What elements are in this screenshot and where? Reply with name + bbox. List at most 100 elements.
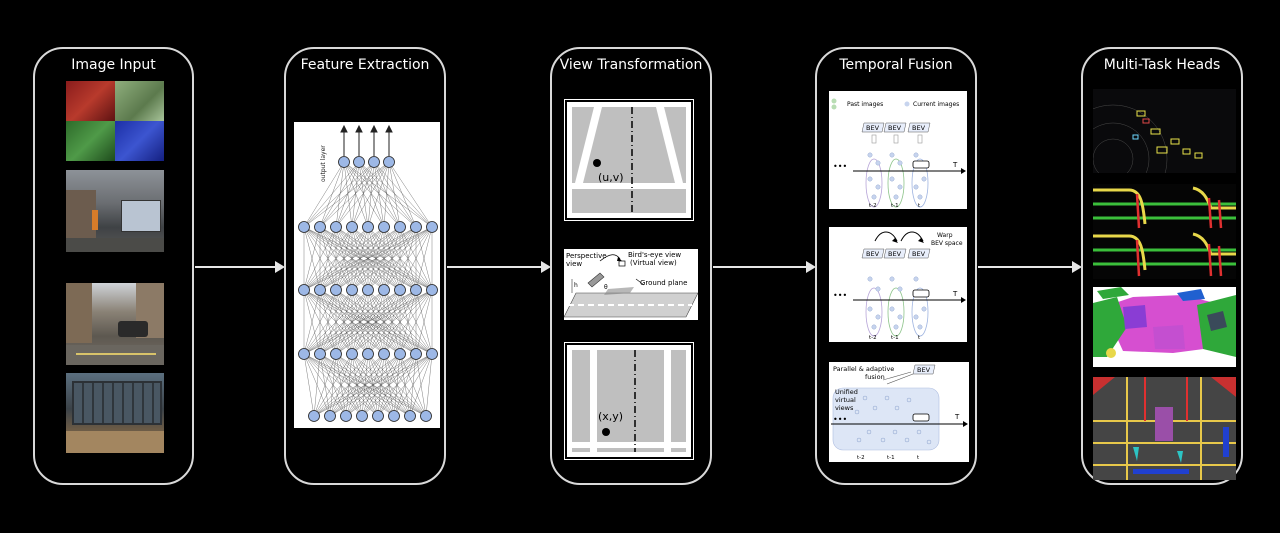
views-label: views bbox=[835, 404, 854, 412]
network-node bbox=[308, 410, 320, 422]
virtual-label: virtual bbox=[835, 396, 856, 404]
warp-axis-label: T bbox=[952, 290, 958, 298]
network-node bbox=[394, 348, 406, 360]
parallel-time-t2: t-2 bbox=[857, 455, 865, 461]
warp-bev-label-3: BEV bbox=[912, 250, 926, 258]
multi-task-heads-title: Multi-Task Heads bbox=[1103, 57, 1221, 73]
past-images-label: Past images bbox=[847, 101, 883, 108]
height-label: h bbox=[574, 282, 578, 289]
ipm-geometry-image: h θ Perspective view Bird's-eye view (Vi… bbox=[564, 249, 698, 320]
network-node bbox=[426, 284, 438, 296]
network-node bbox=[410, 284, 422, 296]
network-node bbox=[410, 348, 422, 360]
parallel-bev-label: BEV bbox=[917, 366, 931, 374]
bev-view-image: (x,y) bbox=[564, 342, 694, 460]
theta-label: θ bbox=[604, 284, 608, 291]
lane-detection-svg bbox=[1093, 186, 1236, 277]
temporal-fusion-title: Temporal Fusion bbox=[839, 57, 953, 73]
temporal-parallel-svg: Parallel & adaptive fusion BEV Unified v… bbox=[831, 364, 968, 461]
warp-ellipsis: ••• bbox=[833, 291, 847, 300]
perspective-view-image: (u,v) bbox=[564, 99, 694, 221]
network-node bbox=[346, 221, 358, 233]
network-node bbox=[356, 410, 368, 422]
image-input-panel: Image Input bbox=[33, 47, 194, 485]
network-node bbox=[426, 348, 438, 360]
temporal-warp-diagram: Warp BEV space BEV BEV BEV T ••• bbox=[829, 227, 967, 342]
time-t1: t-1 bbox=[891, 203, 899, 209]
network-node bbox=[388, 410, 400, 422]
multi-task-heads-panel: Multi-Task Heads bbox=[1081, 47, 1243, 485]
time-t: t bbox=[918, 203, 921, 209]
rgb-channel-images bbox=[66, 81, 164, 161]
ground-plane-label: Ground plane bbox=[640, 279, 687, 287]
feature-extraction-panel: Feature Extraction output layer bbox=[284, 47, 446, 485]
parallel-ellipsis: ••• bbox=[833, 415, 847, 424]
network-node bbox=[330, 348, 342, 360]
perspective-label: Perspective bbox=[566, 252, 607, 260]
street-photo-3 bbox=[66, 373, 164, 453]
network-node bbox=[368, 156, 380, 168]
bev-space-label: BEV space bbox=[931, 240, 963, 247]
network-node bbox=[410, 221, 422, 233]
network-node bbox=[426, 221, 438, 233]
parallel-label: Parallel & adaptive bbox=[833, 365, 894, 373]
birds-eye-label: Bird's-eye view bbox=[628, 251, 681, 259]
network-node bbox=[346, 284, 358, 296]
arrow-temporal-to-heads bbox=[978, 261, 1082, 273]
network-node bbox=[378, 284, 390, 296]
semantic-segmentation-svg bbox=[1093, 287, 1236, 358]
bev-label-3: BEV bbox=[912, 124, 926, 132]
network-node bbox=[346, 348, 358, 360]
fusion-label: fusion bbox=[865, 373, 885, 381]
network-node bbox=[362, 284, 374, 296]
temporal-axis-label: T bbox=[952, 161, 958, 169]
temporal-sequential-svg: Past images Current images BEV BEV BEV T bbox=[831, 98, 966, 209]
arrow-feature-to-view bbox=[447, 261, 551, 273]
arrow-view-to-temporal bbox=[713, 261, 816, 273]
temporal-sequential-diagram: Past images Current images BEV BEV BEV T bbox=[829, 91, 967, 209]
time-t2: t-2 bbox=[869, 203, 877, 209]
parallel-time-t: t bbox=[917, 455, 920, 461]
network-node bbox=[383, 156, 395, 168]
bev-view-svg: (x,y) bbox=[565, 343, 693, 459]
parallel-time-t1: t-1 bbox=[887, 455, 895, 461]
neural-network-svg: output layer bbox=[298, 124, 438, 422]
network-node bbox=[378, 348, 390, 360]
temporal-fusion-panel: Temporal Fusion Past images Current imag… bbox=[815, 47, 977, 485]
network-node bbox=[314, 348, 326, 360]
lane-detection-output bbox=[1093, 184, 1236, 279]
network-node bbox=[340, 410, 352, 422]
network-node bbox=[394, 221, 406, 233]
semantic-segmentation-output bbox=[1093, 287, 1236, 367]
3d-detection-output bbox=[1093, 89, 1236, 173]
bev-map-svg bbox=[1093, 377, 1236, 480]
network-node bbox=[298, 221, 310, 233]
uv-label: (u,v) bbox=[598, 171, 624, 184]
network-node bbox=[298, 348, 310, 360]
ellipsis-dots: ••• bbox=[833, 162, 847, 171]
virtual-view-label: (Virtual view) bbox=[630, 259, 677, 267]
bev-label-2: BEV bbox=[888, 124, 902, 132]
feature-extraction-title: Feature Extraction bbox=[300, 57, 430, 73]
network-node bbox=[404, 410, 416, 422]
unified-label: Unified bbox=[835, 388, 858, 396]
warp-bev-label-1: BEV bbox=[866, 250, 880, 258]
warp-label: Warp bbox=[937, 232, 953, 239]
network-node bbox=[378, 221, 390, 233]
warp-time-t1: t-1 bbox=[891, 335, 899, 341]
output-layer-label: output layer bbox=[320, 145, 327, 182]
warp-time-t2: t-2 bbox=[869, 335, 877, 341]
network-node bbox=[353, 156, 365, 168]
network-node bbox=[338, 156, 350, 168]
temporal-warp-svg: Warp BEV space BEV BEV BEV T ••• bbox=[833, 231, 966, 341]
street-photo-1 bbox=[66, 170, 164, 252]
view-transformation-panel: View Transformation (u,v) h θ Perspectiv… bbox=[550, 47, 712, 485]
neural-network-diagram: output layer bbox=[294, 122, 440, 428]
bev-label-1: BEV bbox=[866, 124, 880, 132]
3d-detection-svg bbox=[1093, 104, 1203, 173]
xy-label: (x,y) bbox=[598, 410, 623, 423]
perspective-view-word: view bbox=[566, 260, 582, 268]
network-node bbox=[372, 410, 384, 422]
view-transformation-title: View Transformation bbox=[559, 57, 703, 73]
perspective-view-svg: (u,v) bbox=[565, 100, 693, 220]
